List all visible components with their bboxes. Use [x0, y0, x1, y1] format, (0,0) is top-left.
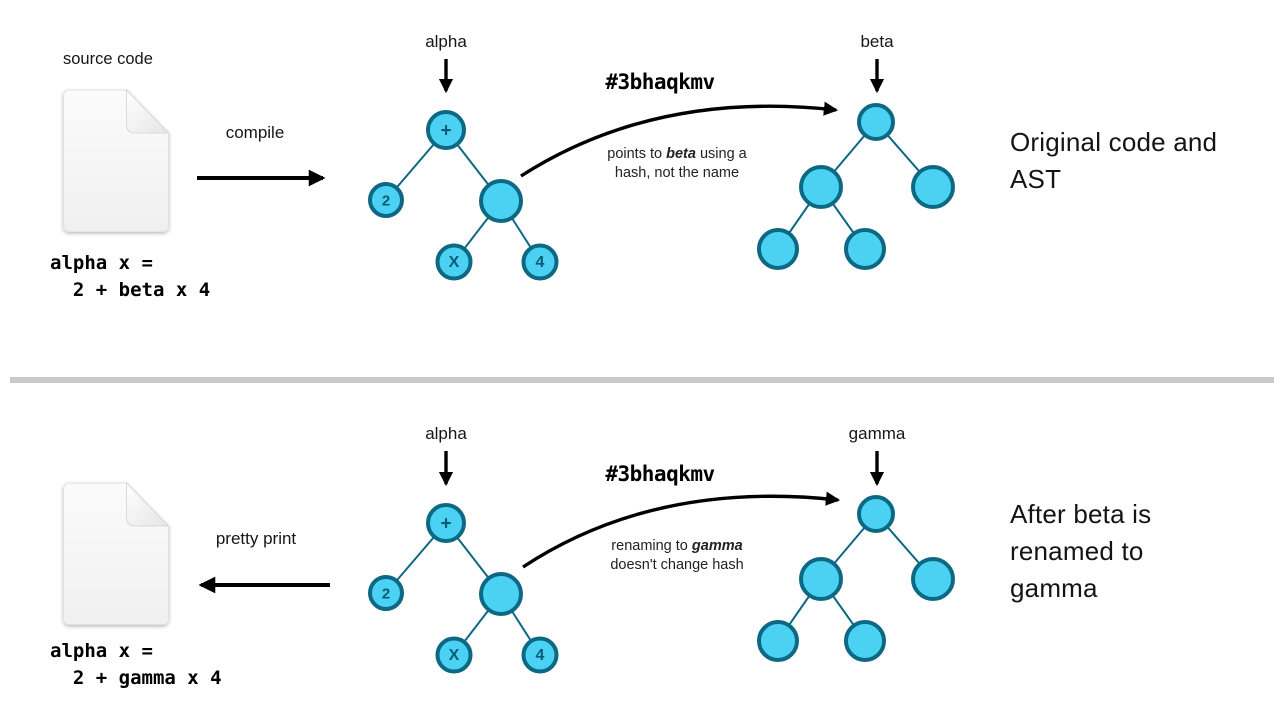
document-icon [63, 88, 170, 232]
ast-node-plus [426, 110, 466, 150]
note-emphasis: gamma [691, 538, 743, 554]
node-label-four-top: 4 [535, 254, 545, 271]
caption-top: Original code and AST [1010, 124, 1217, 198]
compile-label: compile [225, 123, 285, 142]
note-emphasis: beta [666, 146, 696, 162]
ast-node [844, 228, 886, 270]
node-label-two-top: 2 [381, 192, 391, 210]
ast-node-call [479, 179, 523, 223]
caption-line: Original code and [1010, 127, 1218, 157]
ast-node [857, 103, 895, 141]
caption-line: After beta is [1010, 499, 1152, 529]
node-label-plus-bottom: + [440, 513, 452, 535]
note-text-line2: hash, not the name [614, 165, 740, 181]
pretty-print-label: pretty print [215, 529, 297, 548]
node-label-four-bottom: 4 [535, 647, 545, 664]
gamma-label: gamma [848, 424, 906, 443]
hash-note-bottom: renaming to gamma doesn't change hash [566, 537, 788, 575]
beta-ast-tree [757, 103, 955, 270]
alpha-label-top: alpha [425, 32, 467, 51]
node-label-plus-top: + [440, 120, 452, 142]
document-page [63, 89, 169, 232]
source-code-text-top: alpha x = 2 + beta x 4 [50, 252, 211, 301]
caption-line: renamed to [1010, 536, 1144, 566]
caption-bottom: After beta is renamed to gamma [1010, 496, 1151, 607]
beta-label: beta [860, 32, 894, 51]
alpha-ast-tree [368, 110, 559, 281]
note-text: using a [695, 146, 747, 162]
ast-node-two [368, 182, 404, 218]
note-text: renaming to [611, 538, 692, 554]
caption-line: gamma [1010, 573, 1098, 603]
document-fold-corner [126, 88, 170, 134]
ast-node-x [435, 243, 473, 281]
node-label-x-bottom: X [448, 647, 460, 664]
hash-reference-arrow-top [520, 101, 839, 178]
alpha-label-bottom: alpha [425, 424, 467, 443]
ast-node-four [521, 243, 559, 281]
source-code-text-bottom: alpha x = 2 + gamma x 4 [50, 640, 222, 689]
hash-label-top: #3bhaqkmv [605, 70, 715, 94]
alpha-ast-tree-bottom [368, 503, 559, 674]
ast-node [911, 165, 955, 209]
document-icon-bottom [64, 483, 169, 625]
hash-reference-arrow-bottom [522, 491, 841, 569]
note-text-line2: doesn't change hash [610, 557, 744, 573]
ast-node [757, 228, 799, 270]
gamma-ast-tree [757, 495, 955, 662]
node-label-two-bottom: 2 [381, 585, 391, 603]
node-label-x-top: X [448, 254, 460, 271]
caption-line: AST [1010, 164, 1062, 194]
ast-node [799, 165, 843, 209]
note-text: points to [607, 146, 667, 162]
hash-label-bottom: #3bhaqkmv [605, 462, 715, 486]
section-divider [10, 377, 1274, 383]
source-code-label: source code [63, 50, 153, 68]
hash-note-top: points to beta using a hash, not the nam… [566, 145, 788, 183]
